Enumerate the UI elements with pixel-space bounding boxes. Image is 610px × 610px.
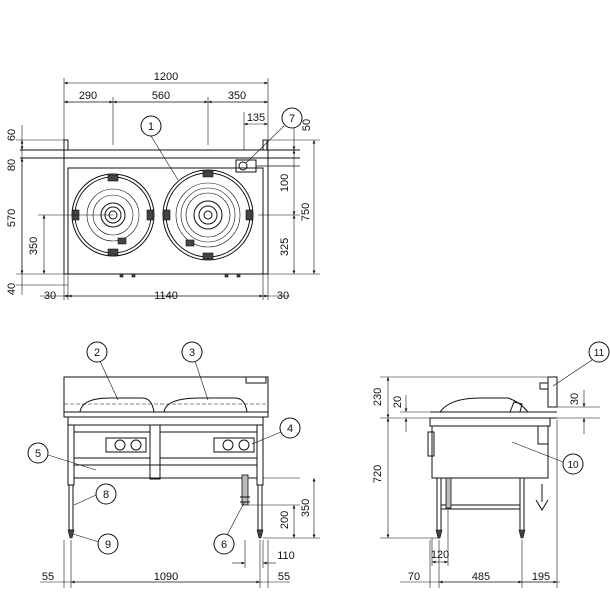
dim-350-left: 350 bbox=[28, 237, 40, 255]
callout-9 bbox=[97, 533, 119, 555]
dim-560: 560 bbox=[152, 90, 170, 102]
dim-20: 20 bbox=[392, 396, 404, 408]
dim-290: 290 bbox=[79, 90, 97, 102]
dim-50: 50 bbox=[301, 119, 313, 131]
dim-1090: 1090 bbox=[154, 571, 178, 583]
callout-11-label: 11 bbox=[594, 348, 605, 359]
dim-485: 485 bbox=[472, 571, 490, 583]
callout-11 bbox=[588, 341, 610, 363]
callout-4 bbox=[279, 417, 301, 439]
callout-10-label: 10 bbox=[567, 460, 579, 471]
dim-110: 110 bbox=[277, 550, 295, 562]
dim-120: 120 bbox=[431, 549, 449, 561]
callout-6-label: 6 bbox=[221, 539, 227, 551]
callout-1-label: 1 bbox=[148, 121, 154, 133]
down-arrow-icon bbox=[535, 484, 549, 511]
callout-2 bbox=[86, 341, 108, 363]
dim-200: 200 bbox=[279, 511, 291, 529]
dim-30-side: 30 bbox=[569, 393, 581, 405]
callout-5 bbox=[27, 442, 49, 464]
callout-8-label: 8 bbox=[103, 489, 109, 501]
dim-570: 570 bbox=[6, 209, 18, 227]
callout-3-label: 3 bbox=[189, 347, 195, 359]
callout-4-label: 4 bbox=[287, 423, 293, 435]
dim-80: 80 bbox=[6, 159, 18, 171]
callout-2-label: 2 bbox=[94, 347, 100, 359]
dim-30-left: 30 bbox=[44, 290, 56, 302]
side-view: 230 20 720 30 120 70 485 195 10 11 bbox=[372, 341, 610, 588]
callout-5-label: 5 bbox=[35, 448, 41, 460]
dim-1140: 1140 bbox=[154, 290, 178, 302]
dim-350: 350 bbox=[228, 90, 246, 102]
front-view: 200 350 110 55 1090 55 2 3 4 5 6 bbox=[27, 341, 320, 588]
dim-135: 135 bbox=[247, 112, 265, 124]
callout-1 bbox=[140, 115, 162, 137]
dim-720: 720 bbox=[372, 465, 384, 483]
callout-3 bbox=[181, 341, 203, 363]
dim-55-right: 55 bbox=[278, 571, 290, 583]
top-view: 1200 290 560 350 135 bbox=[6, 71, 320, 302]
dim-350-front: 350 bbox=[300, 499, 312, 517]
callout-7 bbox=[281, 107, 303, 129]
dim-195: 195 bbox=[532, 571, 550, 583]
dim-750: 750 bbox=[300, 203, 312, 221]
dim-30-right: 30 bbox=[277, 290, 289, 302]
burner-large bbox=[162, 169, 254, 261]
callout-8 bbox=[95, 483, 117, 505]
callout-6 bbox=[213, 533, 235, 555]
dim-230: 230 bbox=[372, 388, 384, 406]
dim-325: 325 bbox=[279, 238, 291, 256]
dim-1200: 1200 bbox=[154, 71, 178, 83]
callout-10 bbox=[562, 453, 584, 475]
dim-55-left: 55 bbox=[42, 571, 54, 583]
dim-60: 60 bbox=[6, 129, 18, 141]
dim-70: 70 bbox=[408, 571, 420, 583]
dim-100: 100 bbox=[279, 174, 291, 192]
dim-40: 40 bbox=[6, 283, 18, 295]
callout-7-label: 7 bbox=[289, 113, 295, 125]
callout-9-label: 9 bbox=[105, 539, 111, 551]
